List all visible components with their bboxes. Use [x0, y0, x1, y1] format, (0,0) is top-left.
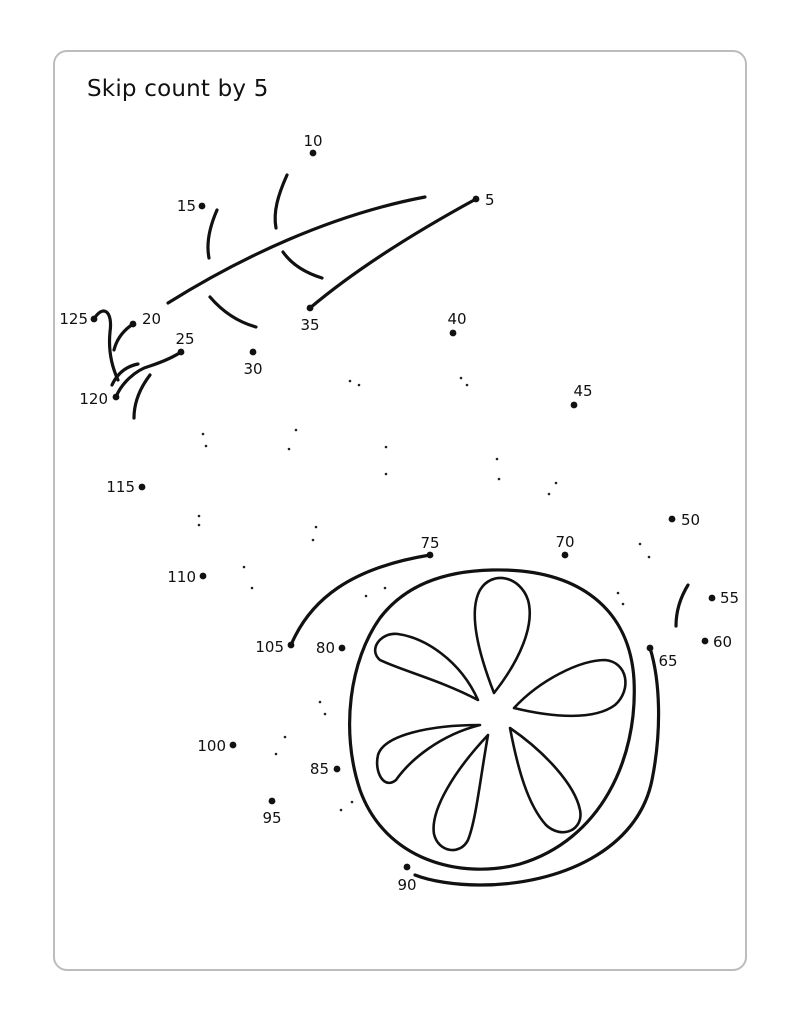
dot-60: 60 — [701, 633, 732, 651]
worksheet-title: Skip count by 5 — [87, 76, 269, 102]
dot-number-label: 15 — [177, 197, 196, 215]
dot-marker — [449, 329, 457, 337]
dot-number-label: 80 — [316, 639, 335, 657]
dot-number-label: 20 — [142, 310, 161, 328]
dot-marker — [287, 641, 295, 649]
dot-marker — [403, 863, 411, 871]
dot-number-label: 65 — [658, 652, 677, 670]
dot-number-label: 60 — [713, 633, 732, 651]
dot-40: 40 — [447, 310, 467, 337]
dot-100: 100 — [197, 737, 237, 755]
dot-number-label: 100 — [197, 737, 226, 755]
lemon-segments — [373, 576, 627, 852]
dot-number-label: 35 — [300, 316, 319, 334]
stem-outline — [92, 309, 183, 420]
dot-marker — [268, 797, 276, 805]
dot-number-label: 10 — [303, 132, 322, 150]
dot-number-label: 40 — [447, 310, 466, 328]
dot-marker — [177, 348, 185, 356]
dot-number-label: 125 — [59, 310, 88, 328]
dot-number-label: 25 — [175, 330, 194, 348]
dot-105: 105 — [255, 638, 295, 656]
guide-stipples — [197, 376, 651, 812]
dot-number-label: 105 — [255, 638, 284, 656]
dot-80: 80 — [316, 639, 346, 657]
dot-75: 75 — [420, 534, 440, 559]
dot-number-label: 55 — [720, 589, 739, 607]
dot-number-label: 95 — [262, 809, 281, 827]
dot-number-label: 120 — [79, 390, 108, 408]
dot-10: 10 — [303, 132, 323, 157]
dot-marker — [701, 637, 709, 645]
dot-marker — [708, 594, 716, 602]
dot-marker — [112, 393, 120, 401]
dot-marker — [306, 304, 314, 312]
dot-marker — [90, 315, 98, 323]
dot-marker — [426, 551, 434, 559]
dot-marker — [309, 149, 317, 157]
numbered-dots: 5 10 15 20 25 30 35 40 45 50 55 60 65 70 75 80 85 90 95 100… — [59, 132, 739, 894]
dot-marker — [249, 348, 257, 356]
dot-5: 5 — [472, 191, 495, 209]
dot-marker — [138, 483, 146, 491]
dot-marker — [198, 202, 206, 210]
dot-90: 90 — [397, 863, 417, 894]
leaf-outline — [166, 173, 478, 329]
dot-marker — [229, 741, 237, 749]
dot-number-label: 90 — [397, 876, 416, 894]
dot-marker — [646, 644, 654, 652]
dot-115: 115 — [106, 478, 146, 496]
dot-25: 25 — [175, 330, 195, 356]
dot-marker — [668, 515, 676, 523]
dot-35: 35 — [300, 304, 320, 334]
lemon-slice — [289, 553, 690, 887]
dot-30: 30 — [243, 348, 263, 378]
dot-marker — [472, 195, 480, 203]
dot-number-label: 85 — [310, 760, 329, 778]
dot-number-label: 75 — [420, 534, 439, 552]
dot-number-label: 110 — [167, 568, 196, 586]
dot-55: 55 — [708, 589, 739, 607]
dot-15: 15 — [177, 197, 206, 215]
dot-120: 120 — [79, 390, 120, 408]
dot-110: 110 — [167, 568, 207, 586]
dot-number-label: 45 — [573, 382, 592, 400]
dot-marker — [333, 765, 341, 773]
dot-50: 50 — [668, 511, 700, 529]
dot-number-label: 30 — [243, 360, 262, 378]
dot-85: 85 — [310, 760, 341, 778]
dot-marker — [129, 320, 137, 328]
dot-marker — [338, 644, 346, 652]
dot-number-label: 70 — [555, 533, 574, 551]
dot-marker — [570, 401, 578, 409]
dot-125: 125 — [59, 310, 98, 328]
dot-70: 70 — [555, 533, 575, 559]
dot-number-label: 5 — [485, 191, 495, 209]
dot-marker — [199, 572, 207, 580]
dot-number-label: 50 — [681, 511, 700, 529]
dot-number-label: 115 — [106, 478, 135, 496]
dot-65: 65 — [646, 644, 678, 670]
dot-95: 95 — [262, 797, 282, 827]
dot-marker — [561, 551, 569, 559]
dot-45: 45 — [570, 382, 593, 409]
dot-20: 20 — [129, 310, 161, 328]
